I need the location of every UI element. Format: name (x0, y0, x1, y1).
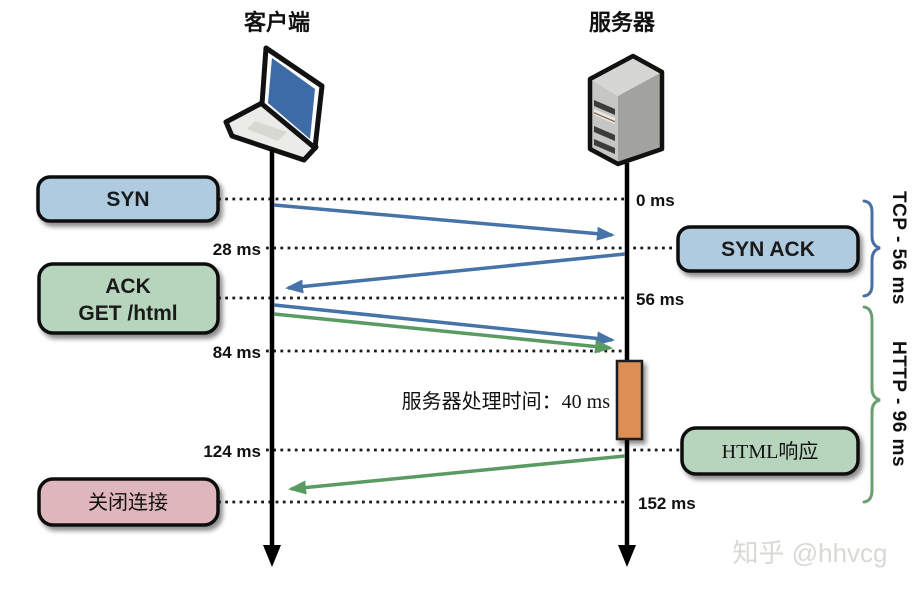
server-drive-bays (594, 100, 615, 154)
server-lifeline-arrowhead (618, 545, 636, 567)
watermark: 知乎 @hhvcg (733, 538, 888, 568)
syn-ack-arrow (285, 252, 626, 294)
client-column-title: 客户端 (244, 10, 310, 35)
time-84ms: 84 ms (213, 343, 261, 362)
time-56ms: 56 ms (636, 290, 684, 309)
ack-label: ACK (105, 275, 151, 298)
syn-ack-label: SYN ACK (721, 238, 815, 261)
processing-block (615, 359, 644, 441)
time-152ms: 152 ms (638, 494, 696, 513)
syn-ack-box: SYN ACK (676, 225, 860, 273)
tcp-phase-brace (862, 199, 881, 298)
http-phase-brace (862, 305, 881, 504)
get-arrow (273, 312, 613, 354)
ack-get-box: ACK GET /html (37, 262, 220, 335)
ack-arrow (273, 303, 615, 346)
client-lifeline (263, 150, 281, 567)
time-0ms: 0 ms (636, 191, 675, 210)
close-connection-label: 关闭连接 (88, 491, 168, 514)
server-icon (587, 53, 665, 167)
time-124ms: 124 ms (203, 442, 261, 461)
http-phase-label: HTTP - 96 ms (888, 341, 909, 467)
html-response-box: HTML响应 (680, 426, 860, 476)
server-column-title: 服务器 (589, 10, 656, 35)
time-28ms: 28 ms (213, 240, 261, 259)
time-gridlines (218, 197, 682, 504)
laptop-icon (223, 45, 325, 163)
processing-label: 服务器处理时间：40 ms (402, 390, 611, 413)
close-connection-box: 关闭连接 (37, 477, 220, 527)
tcp-phase-label: TCP - 56 ms (888, 191, 909, 305)
syn-arrow (273, 203, 615, 241)
syn-label: SYN (106, 188, 149, 211)
client-lifeline-arrowhead (263, 545, 281, 567)
syn-box: SYN (36, 175, 220, 223)
html-response-label: HTML响应 (722, 440, 819, 463)
get-html-label: GET /html (78, 302, 177, 325)
server-lifeline (618, 163, 636, 567)
html-response-arrow (288, 454, 626, 495)
